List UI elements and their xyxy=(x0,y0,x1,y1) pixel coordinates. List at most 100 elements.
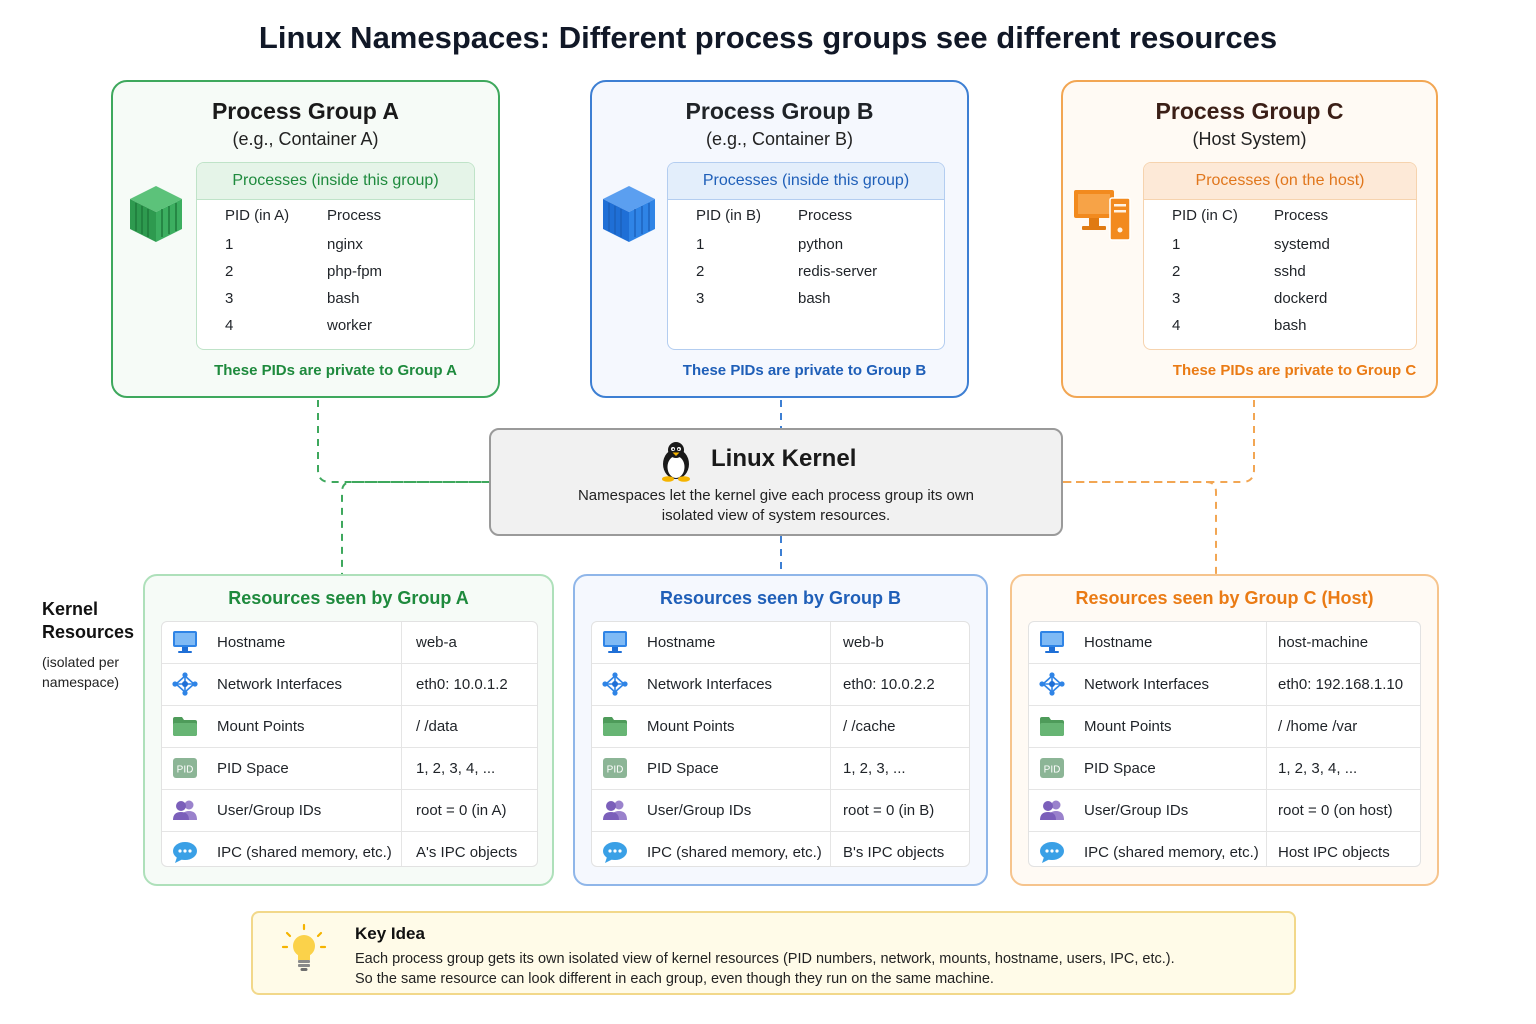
kernel-desc-line: isolated view of system resources. xyxy=(661,507,891,524)
resource-value: root = 0 (in B) xyxy=(843,802,935,819)
group-note: These PIDs are private to Group A xyxy=(214,362,457,379)
process-group-c-card: Process Group C (Host System) Processes … xyxy=(1061,80,1438,398)
pid-cell: 3 xyxy=(225,290,234,307)
resource-value: / /cache xyxy=(843,718,896,735)
process-column-header: Process xyxy=(798,207,853,224)
kernel-description: Namespaces let the kernel give each proc… xyxy=(531,486,1021,526)
key-idea-text: Each process group gets its own isolated… xyxy=(355,949,1175,989)
resource-name: Hostname xyxy=(1084,634,1153,651)
svg-text:PID: PID xyxy=(1044,765,1061,776)
pid-icon: PID xyxy=(603,758,627,778)
resource-row-users: User/Group IDs root = 0 (in A) xyxy=(162,790,537,832)
group-title: Process Group A xyxy=(211,98,400,124)
resource-row-ipc: IPC (shared memory, etc.) A's IPC object… xyxy=(162,832,537,873)
resource-row-pid: PID PID Space 1, 2, 3, ... xyxy=(592,748,969,790)
resource-row-ipc: IPC (shared memory, etc.) B's IPC object… xyxy=(592,832,969,873)
process-cell: worker xyxy=(327,317,373,334)
resource-name: Network Interfaces xyxy=(217,676,343,693)
process-table-columns: PID (in C) Process xyxy=(1144,207,1416,229)
process-cell: python xyxy=(798,236,844,253)
pid-cell: 1 xyxy=(1172,236,1181,253)
group-title: Process Group C xyxy=(1155,98,1344,124)
network-icon xyxy=(172,672,198,696)
resource-name: PID Space xyxy=(217,760,289,777)
kernel-title: Linux Kernel xyxy=(711,445,857,472)
kernel-desc-line: Namespaces let the kernel give each proc… xyxy=(577,487,975,504)
resource-name: Mount Points xyxy=(217,718,305,735)
chat-bubble-icon xyxy=(173,842,197,863)
folder-icon xyxy=(173,717,197,736)
connector-c-top xyxy=(1063,400,1255,483)
resource-row-mounts: Mount Points / /cache xyxy=(592,706,969,748)
resource-name: Network Interfaces xyxy=(1084,676,1210,693)
process-group-a-card: Process Group A (e.g., Container A) Proc… xyxy=(111,80,500,398)
kernel-resources-sub-line: namespace) xyxy=(42,674,120,690)
resource-row-network: Network Interfaces eth0: 192.168.1.10 xyxy=(1029,664,1420,706)
process-cell: dockerd xyxy=(1274,290,1328,307)
process-table-columns: PID (in B) Process xyxy=(668,207,944,229)
resource-name: IPC (shared memory, etc.) xyxy=(217,844,392,861)
key-idea-title: Key Idea xyxy=(355,924,425,943)
resource-value: 1, 2, 3, 4, ... xyxy=(416,760,496,777)
resources-table: Hostname web-b Network Interfaces eth0: … xyxy=(591,621,970,867)
linux-kernel-box: Linux Kernel Namespaces let the kernel g… xyxy=(489,428,1063,536)
monitor-icon xyxy=(173,631,197,653)
resource-row-mounts: Mount Points / /home /var xyxy=(1029,706,1420,748)
process-table-columns: PID (in A) Process xyxy=(197,207,474,229)
resource-value: / /data xyxy=(416,718,458,735)
resource-row-ipc: IPC (shared memory, etc.) Host IPC objec… xyxy=(1029,832,1420,873)
resource-name: Mount Points xyxy=(647,718,735,735)
users-icon xyxy=(603,800,627,820)
kernel-resources-sublabel: (isolated per namespace) xyxy=(42,652,119,692)
pid-cell: 1 xyxy=(696,236,705,253)
pid-cell: 2 xyxy=(696,263,705,280)
resource-row-users: User/Group IDs root = 0 (in B) xyxy=(592,790,969,832)
key-idea-line: Each process group gets its own isolated… xyxy=(355,951,1175,967)
resources-title: Resources seen by Group C (Host) xyxy=(1075,588,1374,608)
pid-cell: 3 xyxy=(1172,290,1181,307)
resource-name: IPC (shared memory, etc.) xyxy=(647,844,822,861)
group-subtitle: (e.g., Container A) xyxy=(232,129,379,149)
process-table-header: Processes (on the host) xyxy=(1144,163,1416,200)
folder-icon xyxy=(1040,717,1064,736)
kernel-resources-sub-line: (isolated per xyxy=(42,654,120,670)
process-cell: nginx xyxy=(327,236,363,253)
resource-row-network: Network Interfaces eth0: 10.0.1.2 xyxy=(162,664,537,706)
chat-bubble-icon xyxy=(603,842,627,863)
resource-name: User/Group IDs xyxy=(647,802,752,819)
resource-name: PID Space xyxy=(1084,760,1156,777)
pid-cell: 4 xyxy=(1172,317,1181,334)
resource-row-hostname: Hostname web-b xyxy=(592,622,969,664)
resource-value: 1, 2, 3, 4, ... xyxy=(1278,760,1358,777)
process-table-header: Processes (inside this group) xyxy=(668,163,944,200)
resource-value: / /home /var xyxy=(1278,718,1358,735)
process-column-header: Process xyxy=(1274,207,1329,224)
resource-name: IPC (shared memory, etc.) xyxy=(1084,844,1259,861)
group-note: These PIDs are private to Group B xyxy=(682,362,927,379)
resource-name: Hostname xyxy=(217,634,286,651)
resource-value: Host IPC objects xyxy=(1278,844,1390,861)
process-row: 2 sshd xyxy=(1144,263,1416,290)
pid-cell: 2 xyxy=(1172,263,1181,280)
connector-a-top xyxy=(317,400,489,483)
process-cell: sshd xyxy=(1274,263,1306,280)
group-title: Process Group B xyxy=(685,98,874,124)
resource-value: B's IPC objects xyxy=(843,844,945,861)
tux-penguin-icon xyxy=(662,442,690,482)
pid-icon: PID xyxy=(1040,758,1064,778)
computer-icon xyxy=(1074,190,1131,241)
svg-text:PID: PID xyxy=(177,765,194,776)
svg-text:PID: PID xyxy=(607,765,624,776)
resource-name: User/Group IDs xyxy=(217,802,322,819)
resource-row-mounts: Mount Points / /data xyxy=(162,706,537,748)
resources-group-a-card: Resources seen by Group A Hostname web-a… xyxy=(143,574,554,886)
resource-value: host-machine xyxy=(1278,634,1369,651)
process-row: 1 python xyxy=(668,236,944,263)
network-icon xyxy=(1039,672,1065,696)
process-row: 3 dockerd xyxy=(1144,290,1416,317)
